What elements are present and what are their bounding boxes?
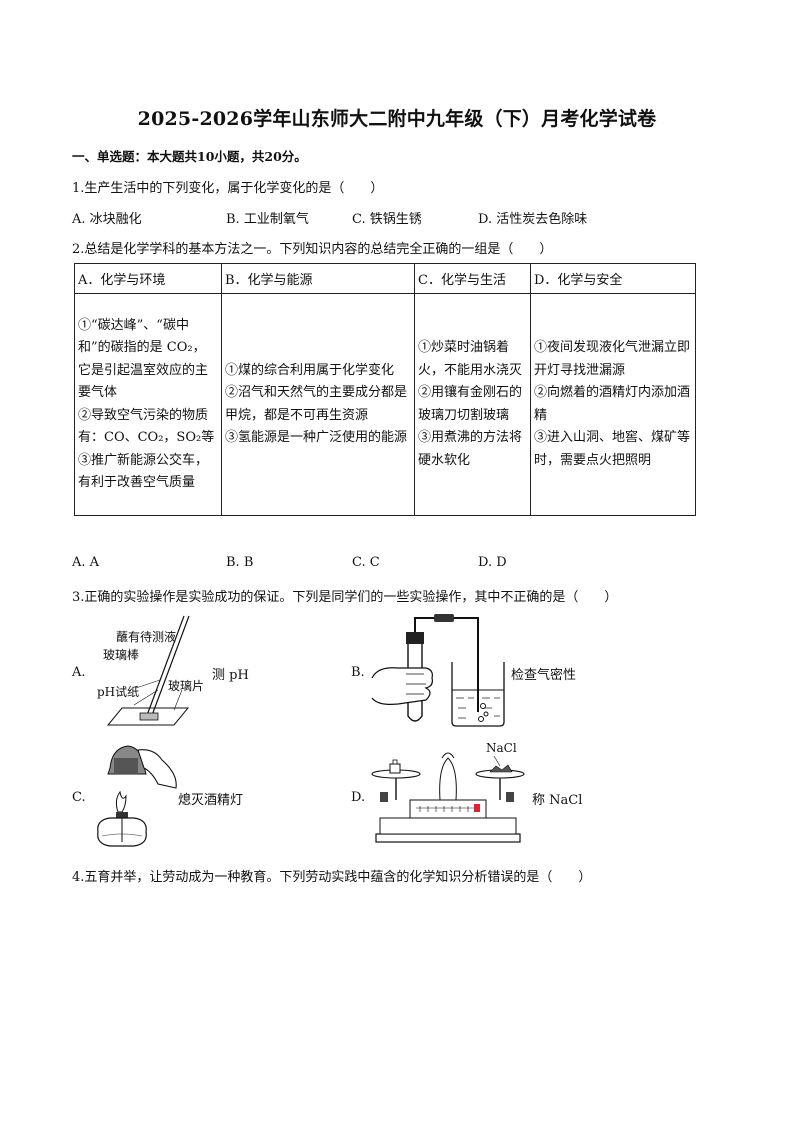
ph-test-diagram bbox=[106, 615, 190, 726]
question-3-stem: 3.正确的实验操作是实验成功的保证。下列是同学们的一些实验操作，其中不正确的是（… bbox=[72, 590, 618, 605]
page-title: 2025-2026学年山东师大二附中九年级（下）月考化学试卷 bbox=[137, 108, 657, 130]
q1-option-b[interactable]: B. 工业制氧气 bbox=[226, 212, 309, 227]
q2-option-a[interactable]: A. A bbox=[72, 555, 100, 570]
q3-option-b-caption: 检查气密性 bbox=[511, 668, 577, 683]
q3-option-d-caption: 称 NaCl bbox=[532, 793, 583, 808]
table-cell-c: ①炒菜时油锅着火，不能用水浇灭 ②用镶有金刚石的玻璃刀切割玻璃 ③用煮沸的方法将… bbox=[414, 293, 531, 516]
q2-option-c[interactable]: C. C bbox=[352, 555, 380, 570]
table-header-row: A．化学与环境 B．化学与能源 C．化学与生活 D．化学与安全 bbox=[74, 263, 696, 294]
label-ph-paper: pH试纸 bbox=[97, 685, 140, 699]
alcohol-lamp-diagram bbox=[97, 745, 177, 847]
table-row: ①“碳达峰”、“碳中和”的碳指的是 CO₂，它是引起温室效应的主要气体 ②导致空… bbox=[74, 293, 696, 516]
q3-option-c-caption: 熄灭酒精灯 bbox=[178, 793, 244, 808]
question-4-stem: 4.五育并举，让劳动成为一种教育。下列劳动实践中蕴含的化学知识分析错误的是（ ） bbox=[72, 870, 592, 885]
table-header-d: D．化学与安全 bbox=[530, 263, 696, 294]
table-header-b: B．化学与能源 bbox=[221, 263, 415, 294]
section-heading: 一、单选题：本大题共10小题，共20分。 bbox=[72, 149, 307, 164]
balance-diagram bbox=[371, 752, 525, 843]
table-cell-d: ①夜间发现液化气泄漏立即开灯寻找泄漏源 ②向燃着的酒精灯内添加酒精 ③进入山洞、… bbox=[530, 293, 696, 516]
label-nacl: NaCl bbox=[486, 741, 517, 755]
table-cell-a: ①“碳达峰”、“碳中和”的碳指的是 CO₂，它是引起温室效应的主要气体 ②导致空… bbox=[74, 293, 222, 516]
q3-option-d-letter[interactable]: D. bbox=[351, 790, 366, 805]
question-2-stem: 2.总结是化学学科的基本方法之一。下列知识内容的总结完全正确的一组是（ ） bbox=[72, 242, 553, 257]
question-1-stem: 1.生产生活中的下列变化，属于化学变化的是（ ） bbox=[72, 181, 384, 196]
q1-option-d[interactable]: D. 活性炭去色除味 bbox=[478, 212, 588, 227]
q3-option-b-letter[interactable]: B. bbox=[351, 665, 365, 680]
q1-option-c[interactable]: C. 铁锅生锈 bbox=[352, 212, 422, 227]
q1-option-a[interactable]: A. 冰块融化 bbox=[72, 212, 142, 227]
q3-option-c-letter[interactable]: C. bbox=[72, 790, 86, 805]
table-header-c: C．化学与生活 bbox=[414, 263, 531, 294]
label-glass-rod: 玻璃棒 bbox=[103, 648, 140, 662]
label-dipped-liquid: 蘸有待测液 bbox=[116, 630, 177, 644]
knowledge-table: A．化学与环境 B．化学与能源 C．化学与生活 D．化学与安全 ①“碳达峰”、“… bbox=[74, 263, 696, 516]
q3-option-a-letter[interactable]: A. bbox=[72, 665, 86, 680]
table-cell-b: ①煤的综合利用属于化学变化 ②沼气和天然气的主要成分都是甲烷，都是不可再生资源 … bbox=[221, 293, 415, 516]
airtightness-diagram bbox=[371, 614, 505, 727]
label-glass-plate: 玻璃片 bbox=[168, 679, 205, 693]
table-header-a: A．化学与环境 bbox=[74, 263, 222, 294]
q2-option-d[interactable]: D. D bbox=[478, 555, 507, 570]
q3-option-a-caption: 测 pH bbox=[212, 668, 249, 683]
q2-option-b[interactable]: B. B bbox=[226, 555, 254, 570]
